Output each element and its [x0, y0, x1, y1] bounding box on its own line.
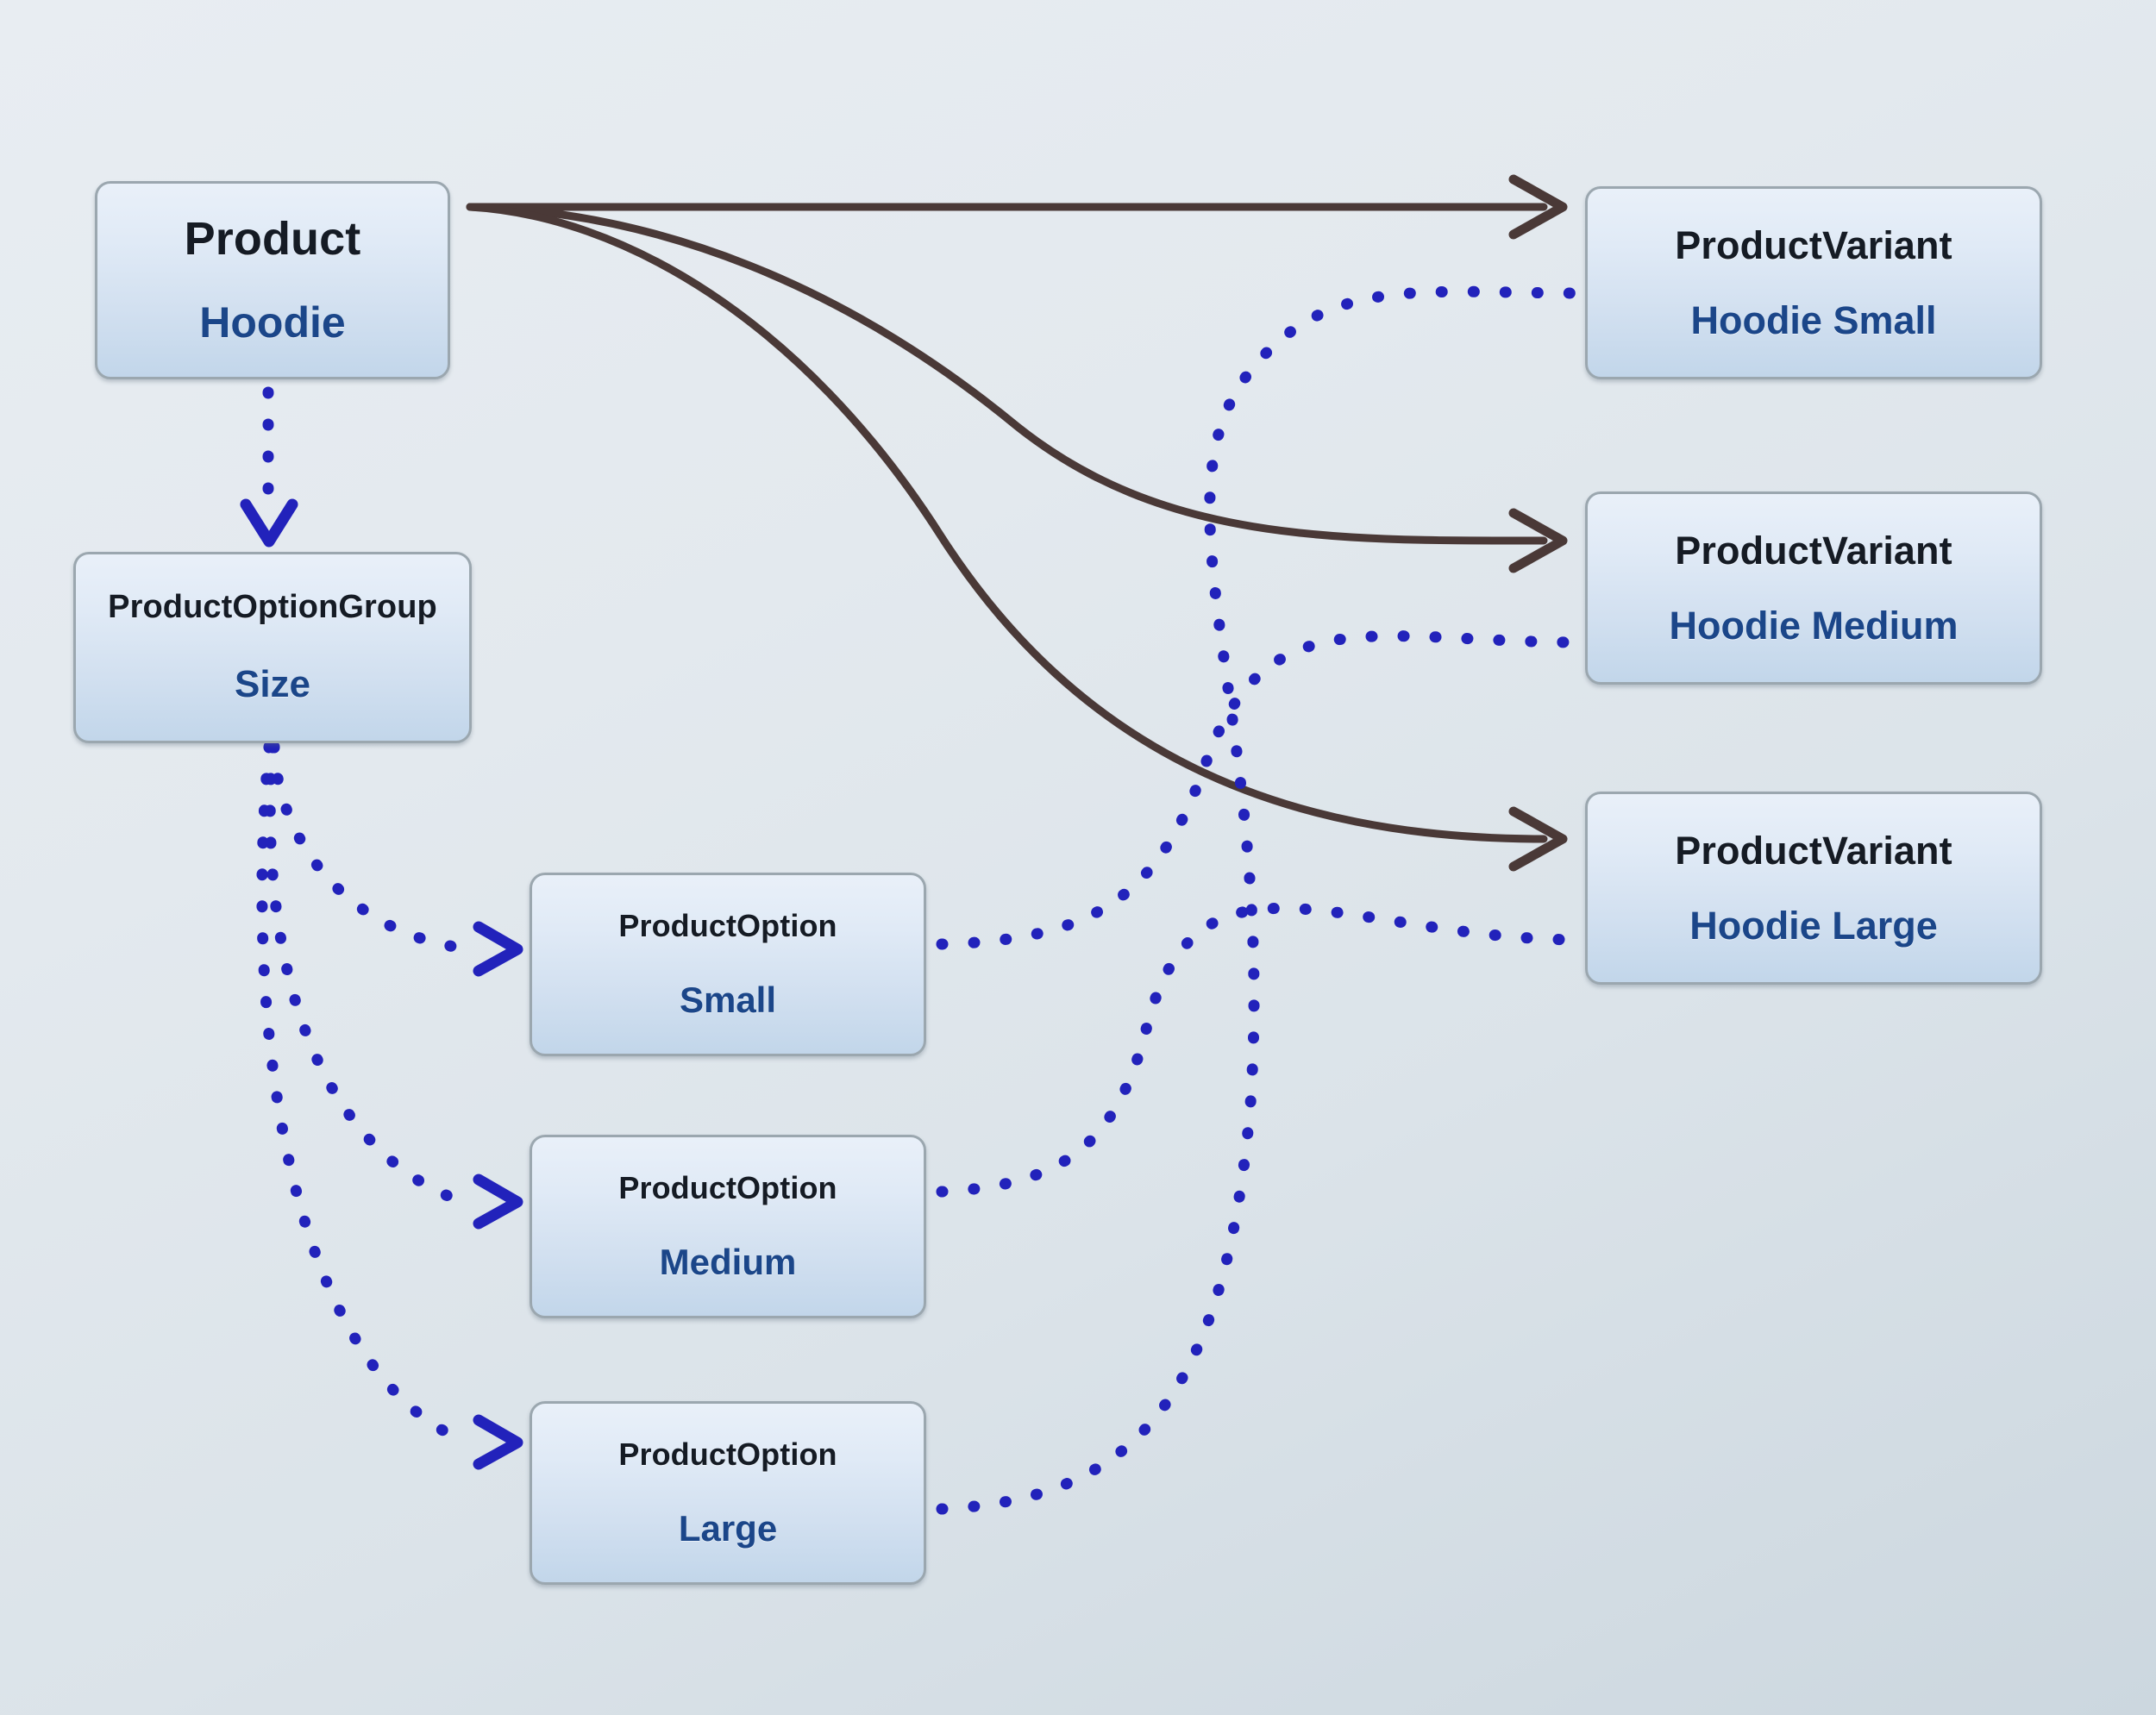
node-variant-small-type: ProductVariant	[1675, 222, 1952, 267]
arrowhead-option-small-icon	[473, 921, 523, 977]
node-product-value: Hoodie	[199, 298, 346, 347]
edge-optiongroup-to-option-small	[268, 741, 472, 955]
edge-option-large-to-variant-small	[936, 285, 1589, 1515]
edge-option-medium-to-variant-large	[936, 902, 1589, 1198]
node-variant-large-type: ProductVariant	[1675, 828, 1952, 873]
node-variant-medium-value: Hoodie Medium	[1669, 604, 1959, 648]
node-option-large-value: Large	[678, 1508, 778, 1549]
node-option-small-type: ProductOption	[618, 907, 837, 943]
arrowhead-variant-medium-icon	[1508, 508, 1568, 573]
arrowhead-option-medium-icon	[473, 1174, 523, 1230]
node-product[interactable]: Product Hoodie	[95, 181, 450, 379]
node-option-group-value: Size	[234, 662, 311, 705]
edge-product-to-variant-large	[466, 203, 1548, 843]
node-product-variant-large[interactable]: ProductVariant Hoodie Large	[1585, 792, 2042, 985]
node-option-group-type: ProductOptionGroup	[108, 588, 437, 625]
node-option-large-type: ProductOption	[618, 1436, 837, 1472]
node-option-medium-type: ProductOption	[618, 1169, 837, 1205]
node-product-option-group[interactable]: ProductOptionGroup Size	[73, 552, 472, 743]
node-variant-small-value: Hoodie Small	[1690, 298, 1937, 342]
arrowhead-variant-large-icon	[1508, 806, 1568, 872]
node-variant-large-value: Hoodie Large	[1689, 904, 1938, 948]
node-product-option-medium[interactable]: ProductOption Medium	[530, 1135, 926, 1318]
edge-optiongroup-to-option-large	[256, 741, 472, 1448]
node-option-small-value: Small	[679, 980, 777, 1021]
node-product-option-large[interactable]: ProductOption Large	[530, 1401, 926, 1585]
arrowhead-variant-small-icon	[1508, 174, 1568, 240]
edge-option-small-to-variant-medium	[936, 630, 1589, 950]
edge-optiongroup-to-option-medium	[264, 741, 472, 1209]
node-option-medium-value: Medium	[659, 1242, 797, 1283]
edge-product-to-variant-medium	[466, 203, 1548, 545]
node-product-variant-medium[interactable]: ProductVariant Hoodie Medium	[1585, 491, 2042, 685]
node-product-type: Product	[184, 212, 361, 265]
arrowhead-optiongroup-icon	[240, 498, 298, 548]
node-product-option-small[interactable]: ProductOption Small	[530, 873, 926, 1056]
solid-arrowheads-group	[1508, 174, 1568, 872]
solid-edges-group	[466, 203, 1548, 843]
node-variant-medium-type: ProductVariant	[1675, 528, 1952, 573]
arrowhead-option-large-icon	[473, 1414, 523, 1470]
node-product-variant-small[interactable]: ProductVariant Hoodie Small	[1585, 186, 2042, 379]
